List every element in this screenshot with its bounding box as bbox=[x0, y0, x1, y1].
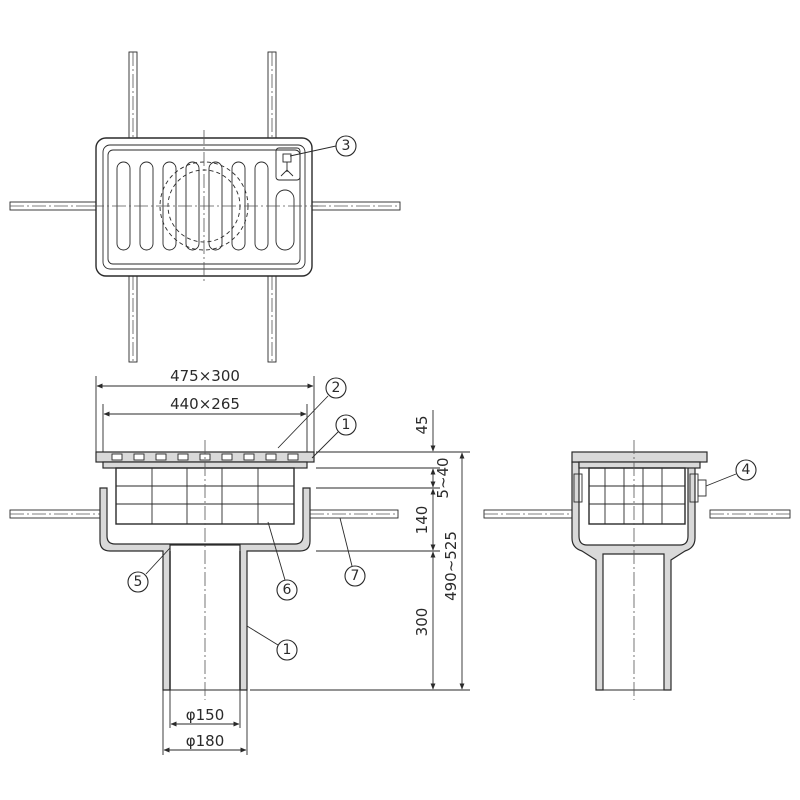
callout-1-top-label: 1 bbox=[342, 417, 351, 433]
callout-3-label: 3 bbox=[342, 138, 351, 154]
section-view: 475×300 440×265 45 5~40 140 300 490~525 … bbox=[9, 367, 470, 755]
dim-gap-range: 5~40 bbox=[434, 457, 452, 498]
callout-5-label: 5 bbox=[134, 574, 143, 590]
callout-2-label: 2 bbox=[332, 380, 341, 396]
side-view: 4 bbox=[483, 440, 791, 700]
callout-1-top bbox=[335, 414, 357, 436]
dim-top-height: 45 bbox=[413, 415, 431, 434]
callout-1-pipe bbox=[276, 639, 298, 661]
callout-4-label: 4 bbox=[742, 462, 751, 478]
callout-7 bbox=[344, 565, 366, 587]
trap-body bbox=[99, 487, 311, 691]
callout-3 bbox=[335, 135, 357, 157]
callout-6-label: 6 bbox=[283, 582, 292, 598]
callout-1-pipe-label: 1 bbox=[283, 642, 292, 658]
callout-2 bbox=[325, 377, 347, 399]
plan-view: 3 bbox=[9, 51, 401, 363]
dim-total-range: 490~525 bbox=[442, 531, 460, 601]
callout-7-label: 7 bbox=[351, 568, 360, 584]
lock-icon bbox=[275, 147, 301, 181]
callout-5 bbox=[127, 571, 149, 593]
callout-6 bbox=[276, 579, 298, 601]
dim-grate: 440×265 bbox=[170, 395, 240, 413]
dim-basket-depth: 140 bbox=[413, 506, 431, 535]
dim-outer-frame: 475×300 bbox=[170, 367, 240, 385]
dim-pipe-outer: φ180 bbox=[186, 732, 225, 750]
dim-pipe-inner: φ150 bbox=[186, 706, 225, 724]
callout-4 bbox=[735, 459, 757, 481]
anchor-bars bbox=[9, 51, 401, 363]
dim-pipe-length: 300 bbox=[413, 608, 431, 637]
